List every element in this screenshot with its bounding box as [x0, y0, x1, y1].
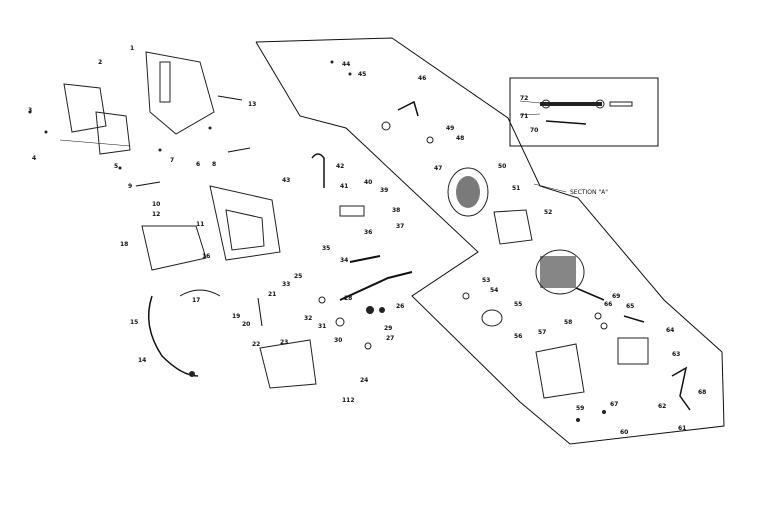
- callout-17: 17: [192, 297, 200, 304]
- callout-4: 4: [32, 155, 36, 162]
- callout-22: 22: [252, 341, 260, 348]
- callout-24: 24: [360, 377, 368, 384]
- callout-12: 12: [152, 211, 160, 218]
- section-a-panel-outline: [255, 37, 725, 445]
- callout-68: 68: [698, 389, 706, 396]
- callout-49: 49: [446, 125, 454, 132]
- callout-33: 33: [282, 281, 290, 288]
- callout-59: 59: [576, 405, 584, 412]
- callout-45: 45: [358, 71, 366, 78]
- callout-20: 20: [242, 321, 250, 328]
- callout-23: 23: [280, 339, 288, 346]
- callout-46: 46: [418, 75, 426, 82]
- callout-52: 52: [544, 209, 552, 216]
- callout-39: 39: [380, 187, 388, 194]
- callout-56: 56: [514, 333, 522, 340]
- callout-70: 70: [530, 127, 538, 134]
- callout-labels: 1 2 3 4 5 6 7 8 9 10 11 12 13 14 15 16 1…: [28, 45, 706, 436]
- callout-47: 47: [434, 165, 442, 172]
- callout-36: 36: [364, 229, 372, 236]
- callout-30: 30: [334, 337, 342, 344]
- inset-shaft-part: [519, 99, 633, 125]
- callout-19: 19: [232, 313, 240, 320]
- callout-6: 6: [196, 161, 200, 168]
- callout-44: 44: [342, 61, 350, 68]
- callout-3: 3: [28, 107, 32, 114]
- callout-5: 5: [114, 163, 118, 170]
- callout-53: 53: [482, 277, 490, 284]
- callout-26: 26: [396, 303, 404, 310]
- callout-10: 10: [152, 201, 160, 208]
- callout-13: 13: [248, 101, 256, 108]
- callout-67: 67: [610, 401, 618, 408]
- section-a-inset-box: [509, 77, 659, 147]
- callout-50: 50: [498, 163, 506, 170]
- middle-frame-parts: [141, 153, 413, 389]
- callout-1: 1: [130, 45, 134, 52]
- callout-112: 112: [342, 397, 355, 404]
- callout-37: 37: [396, 223, 404, 230]
- callout-35: 35: [322, 245, 330, 252]
- callout-42: 42: [336, 163, 344, 170]
- callout-61: 61: [678, 425, 686, 432]
- callout-7: 7: [170, 157, 174, 164]
- callout-34: 34: [340, 257, 348, 264]
- callout-15: 15: [130, 319, 138, 326]
- callout-51: 51: [512, 185, 520, 192]
- callout-14: 14: [138, 357, 146, 364]
- callout-28: 28: [344, 295, 352, 302]
- callout-2: 2: [98, 59, 102, 66]
- callout-55: 55: [514, 301, 522, 308]
- callout-48: 48: [456, 135, 464, 142]
- callout-41: 41: [340, 183, 348, 190]
- callout-60: 60: [620, 429, 628, 436]
- callout-58: 58: [564, 319, 572, 326]
- callout-65: 65: [626, 303, 634, 310]
- callout-64: 64: [666, 327, 674, 334]
- callout-11: 11: [196, 221, 204, 228]
- callout-27: 27: [386, 335, 394, 342]
- callout-69: 69: [612, 293, 620, 300]
- callout-31: 31: [318, 323, 326, 330]
- callout-66: 66: [604, 301, 612, 308]
- callout-63: 63: [672, 351, 680, 358]
- section-a-label: SECTION "A": [570, 189, 608, 196]
- callout-8: 8: [212, 161, 216, 168]
- callout-16: 16: [202, 253, 210, 260]
- callout-32: 32: [304, 315, 312, 322]
- motor-parts: [330, 60, 691, 422]
- callout-40: 40: [364, 179, 372, 186]
- callout-62: 62: [658, 403, 666, 410]
- callout-57: 57: [538, 329, 546, 336]
- callout-18: 18: [120, 241, 128, 248]
- left-housing-parts: [28, 51, 251, 187]
- callout-38: 38: [392, 207, 400, 214]
- callout-29: 29: [384, 325, 392, 332]
- callout-72: 72: [520, 95, 528, 102]
- callout-71: 71: [520, 113, 528, 120]
- callout-9: 9: [128, 183, 132, 190]
- callout-54: 54: [490, 287, 498, 294]
- callout-43: 43: [282, 177, 290, 184]
- callout-25: 25: [294, 273, 302, 280]
- callout-21: 21: [268, 291, 276, 298]
